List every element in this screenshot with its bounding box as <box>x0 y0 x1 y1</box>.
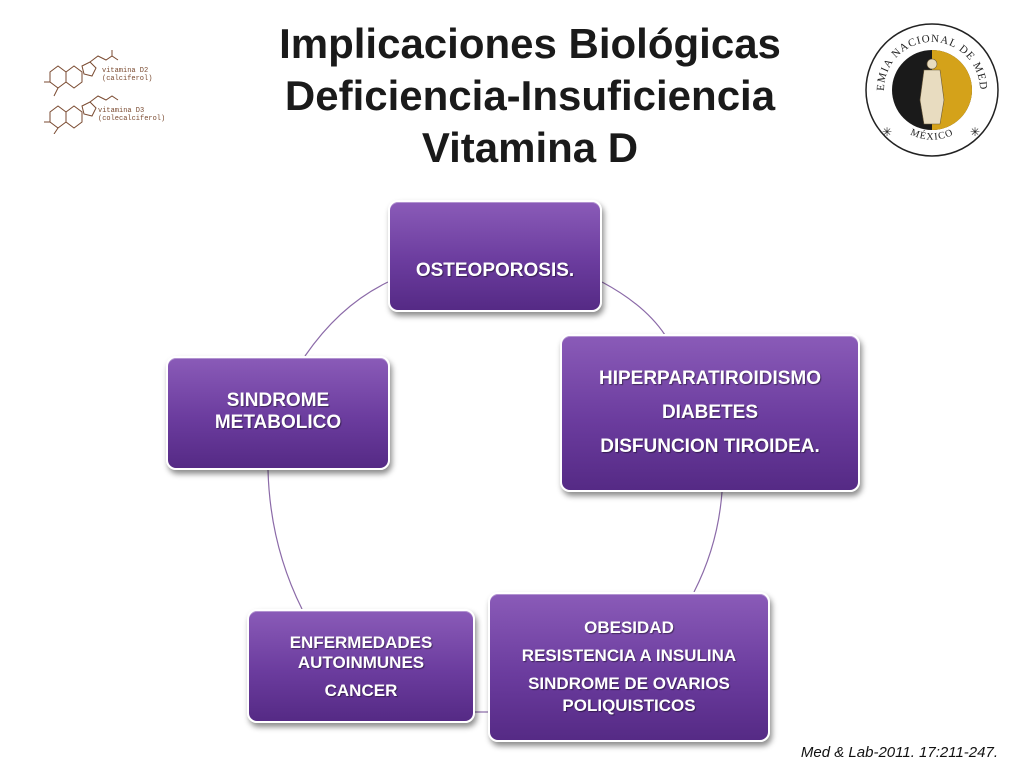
vitamin-d3-label: vitamina D3 <box>98 107 144 115</box>
seal-bottom-text: MÉXICO <box>909 127 954 143</box>
academia-seal-logo: ACADEMIA NACIONAL DE MEDICINA MÉXICO ✳ ✳ <box>862 20 999 157</box>
node-osteoporosis: OSTEOPOROSIS. <box>388 200 602 312</box>
connector-sindrome-to-osteoporosis <box>304 281 389 357</box>
citation-reference: Med & Lab-2011. 17:211-247. <box>800 744 998 761</box>
vitamin-d3-sublabel: (colecalciferol) <box>98 115 165 123</box>
node-obesidad: OBESIDAD RESISTENCIA A INSULINA SINDROME… <box>488 592 770 742</box>
svg-text:MÉXICO: MÉXICO <box>909 127 955 143</box>
node-label: OBESIDAD <box>584 618 674 637</box>
node-sindrome-metabolico: SINDROME METABOLICO <box>166 356 390 470</box>
vitamin-d3-structure <box>44 95 119 134</box>
seal-star-icon: ✳ <box>882 125 892 139</box>
node-label: DIABETES <box>661 402 759 423</box>
node-label: OSTEOPOROSIS. <box>415 260 575 281</box>
node-label: SINDROME METABOLICO <box>214 390 342 433</box>
seal-star-icon: ✳ <box>970 125 980 139</box>
node-enfermedades-autoinmunes: ENFERMEDADES AUTOINMUNES CANCER <box>247 609 475 723</box>
slide-title: Implicaciones Biológicas Deficiencia-Ins… <box>220 18 840 174</box>
title-line-3: Vitamina D <box>421 124 639 171</box>
title-line-1: Implicaciones Biológicas <box>279 20 781 67</box>
node-label: SINDROME DE OVARIOS POLIQUISTICOS <box>528 674 730 715</box>
connector-osteoporosis-to-hiperparatiroidismo <box>601 281 666 336</box>
node-label: ENFERMEDADES AUTOINMUNES <box>289 633 433 672</box>
node-hiperparatiroidismo: HIPERPARATIROIDISMO DIABETES DISFUNCION … <box>560 334 860 492</box>
vitamin-d2-sublabel: (calciferol) <box>102 75 152 83</box>
node-label: HIPERPARATIROIDISMO <box>598 368 822 389</box>
vitamin-d-structures: vitamina D2 (calciferol) vitamina D3 (co… <box>44 50 165 134</box>
node-label: DISFUNCION TIROIDEA. <box>600 436 820 457</box>
title-line-2: Deficiencia-Insuficiencia <box>284 72 776 119</box>
node-label: RESISTENCIA A INSULINA <box>521 646 737 665</box>
statue-figure <box>919 58 945 125</box>
connector-hiperparatiroidismo-to-obesidad <box>693 491 723 593</box>
vitamin-d2-label: vitamina D2 <box>102 67 148 75</box>
connector-enfermedades-to-sindrome <box>267 469 303 610</box>
node-label: CANCER <box>324 681 398 700</box>
vitamin-d2-structure <box>44 50 119 97</box>
